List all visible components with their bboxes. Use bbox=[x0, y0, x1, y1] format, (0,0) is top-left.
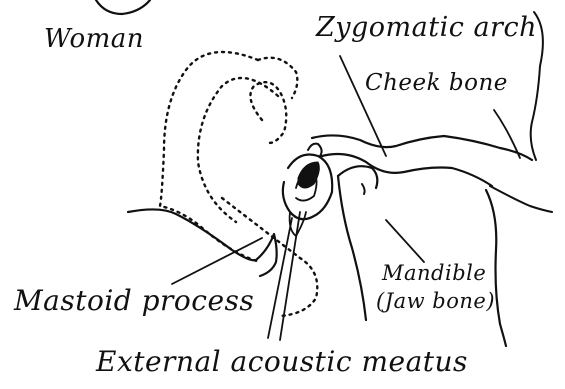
label-zygomatic-arch: Zygomatic arch bbox=[316, 14, 537, 41]
outer-ear-dotted-upper bbox=[258, 58, 297, 98]
label-mastoid-process: Mastoid process bbox=[14, 287, 254, 315]
leader-cheek-bone bbox=[494, 110, 520, 158]
mandible-condyle bbox=[338, 166, 377, 188]
label-cheek-bone: Cheek bone bbox=[365, 72, 508, 95]
mandible-ramus-left bbox=[338, 176, 366, 320]
inner-ear-dotted-fold bbox=[198, 78, 278, 222]
label-mandible: Mandible bbox=[382, 263, 486, 284]
cheek-bone-tail bbox=[490, 186, 552, 212]
top-fragment-curve bbox=[96, 0, 150, 14]
leader-mastoid bbox=[172, 238, 262, 284]
mandible-notch-dash bbox=[362, 184, 365, 194]
label-jaw-bone: (Jaw bone) bbox=[376, 291, 495, 312]
ear-dotted-coil bbox=[250, 82, 286, 143]
outer-ear-dotted-outline bbox=[160, 52, 260, 262]
zygomatic-arch-upper bbox=[312, 135, 532, 160]
mandible-ramus-right bbox=[486, 190, 506, 346]
leader-mandible bbox=[386, 220, 424, 262]
label-woman: Woman bbox=[44, 26, 144, 52]
label-external-acoustic-meatus: External acoustic meatus bbox=[96, 348, 468, 376]
